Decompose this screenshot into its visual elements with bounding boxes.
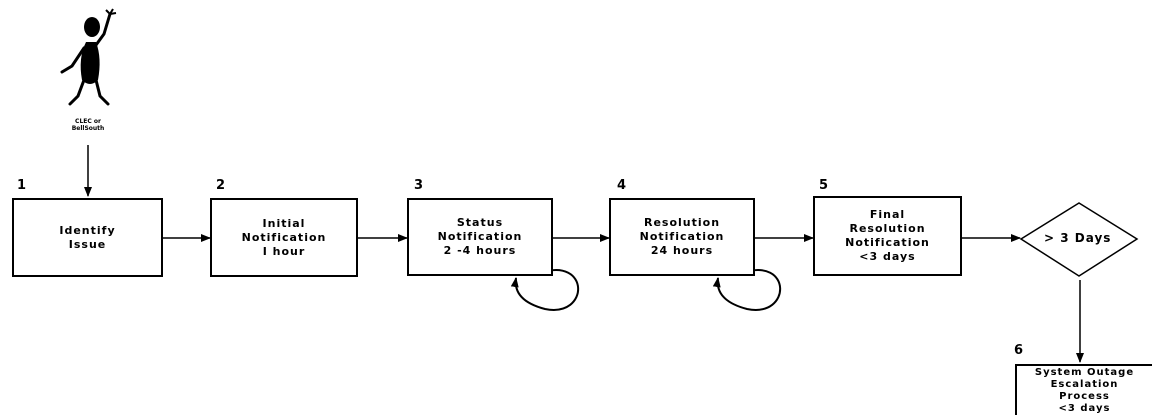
step-number-4: 4 bbox=[617, 178, 626, 193]
step3-line3: 2 -4 hours bbox=[444, 244, 517, 258]
step1-line2: Issue bbox=[69, 238, 106, 252]
step5-line3: Notification bbox=[845, 236, 930, 250]
step4-line1: Resolution bbox=[644, 216, 720, 230]
step6-line3: Process bbox=[1059, 391, 1110, 403]
step3-line2: Notification bbox=[438, 230, 523, 244]
step-number-3: 3 bbox=[414, 178, 423, 193]
step6-line4: <3 days bbox=[1059, 403, 1111, 415]
step6-line1: System Outage bbox=[1035, 367, 1134, 379]
loop-arrow-step3 bbox=[516, 270, 578, 310]
step2-line1: Initial bbox=[263, 217, 306, 231]
loop-arrow-step4 bbox=[718, 270, 780, 310]
step-number-2: 2 bbox=[216, 178, 225, 193]
step2-line3: I hour bbox=[263, 245, 306, 259]
step4-line3: 24 hours bbox=[651, 244, 713, 258]
step-box-system-outage-escalation: System Outage Escalation Process <3 days bbox=[1015, 364, 1152, 415]
step5-line1: Final bbox=[870, 208, 905, 222]
step5-line2: Resolution bbox=[849, 222, 925, 236]
step-number-6: 6 bbox=[1014, 343, 1023, 358]
actor-label-line1: CLEC or bbox=[75, 118, 101, 125]
step4-line2: Notification bbox=[640, 230, 725, 244]
decision-label: > 3 Days bbox=[1044, 231, 1111, 245]
step1-line1: Identify bbox=[59, 224, 115, 238]
step2-line2: Notification bbox=[242, 231, 327, 245]
step-box-status-notification: Status Notification 2 -4 hours bbox=[407, 198, 553, 276]
step-box-identify-issue: Identify Issue bbox=[12, 198, 163, 277]
step-box-resolution-notification: Resolution Notification 24 hours bbox=[609, 198, 755, 276]
step-box-final-resolution-notification: Final Resolution Notification <3 days bbox=[813, 196, 962, 276]
actor-label-line2: BellSouth bbox=[72, 125, 105, 132]
step-number-5: 5 bbox=[819, 178, 828, 193]
step-number-1: 1 bbox=[17, 178, 26, 193]
step3-line1: Status bbox=[457, 216, 503, 230]
step-box-initial-notification: Initial Notification I hour bbox=[210, 198, 358, 277]
step5-line4: <3 days bbox=[859, 250, 915, 264]
person-icon bbox=[62, 9, 116, 104]
actor-label: CLEC or BellSouth bbox=[66, 118, 110, 132]
step6-line2: Escalation bbox=[1051, 379, 1119, 391]
